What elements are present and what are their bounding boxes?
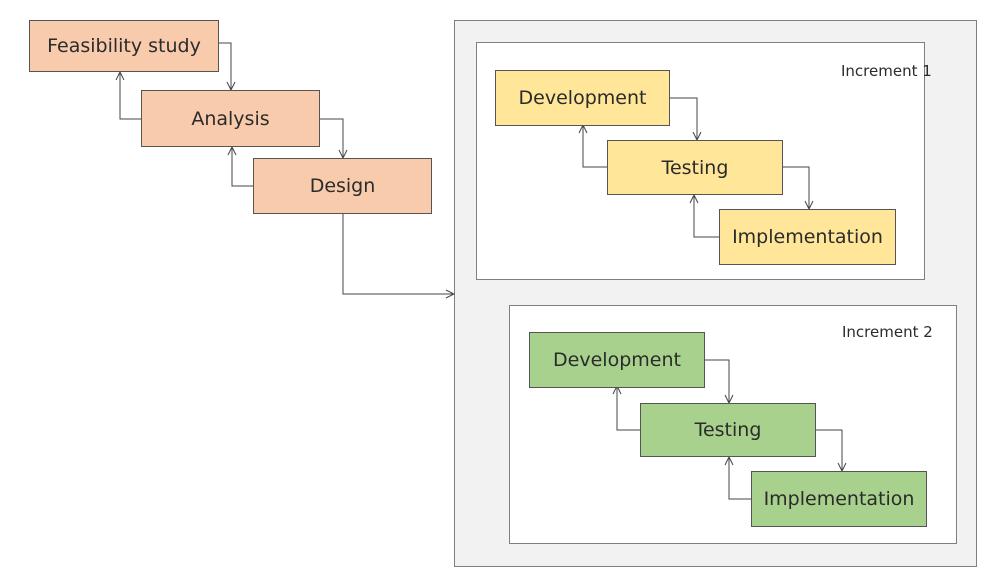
inc1-implementation-box: Implementation [719, 209, 896, 265]
arrow-inc2-testing-to-development [617, 386, 640, 431]
arrow-design-to-analysis [232, 147, 253, 187]
inc1-testing-box: Testing [607, 140, 783, 195]
design-box: Design [253, 158, 432, 214]
inc2-development-box: Development [529, 332, 705, 388]
arrow-feasibility-to-analysis [219, 42, 231, 90]
analysis-box: Analysis [141, 90, 320, 147]
arrow-analysis-to-design [320, 118, 343, 158]
inc2-implementation-box: Implementation [751, 471, 927, 527]
arrow-design-to-increments [342, 214, 454, 294]
inc1-development-box: Development [495, 70, 670, 126]
increment-2-label: Increment 2 [842, 323, 933, 341]
feasibility-study-box: Feasibility study [29, 20, 219, 72]
arrow-inc1-testing-to-implementation [783, 166, 809, 209]
increment-1-label: Increment 1 [841, 62, 932, 80]
arrow-inc2-development-to-testing [705, 359, 729, 403]
arrow-inc2-testing-to-implementation [816, 429, 842, 471]
arrow-inc2-implementation-to-testing [729, 457, 751, 500]
inc2-testing-box: Testing [640, 403, 816, 457]
arrow-inc1-testing-to-development [583, 125, 607, 168]
arrow-analysis-to-feasibility [120, 72, 141, 120]
arrow-inc1-implementation-to-testing [694, 195, 719, 238]
arrow-inc1-development-to-testing [670, 97, 697, 140]
